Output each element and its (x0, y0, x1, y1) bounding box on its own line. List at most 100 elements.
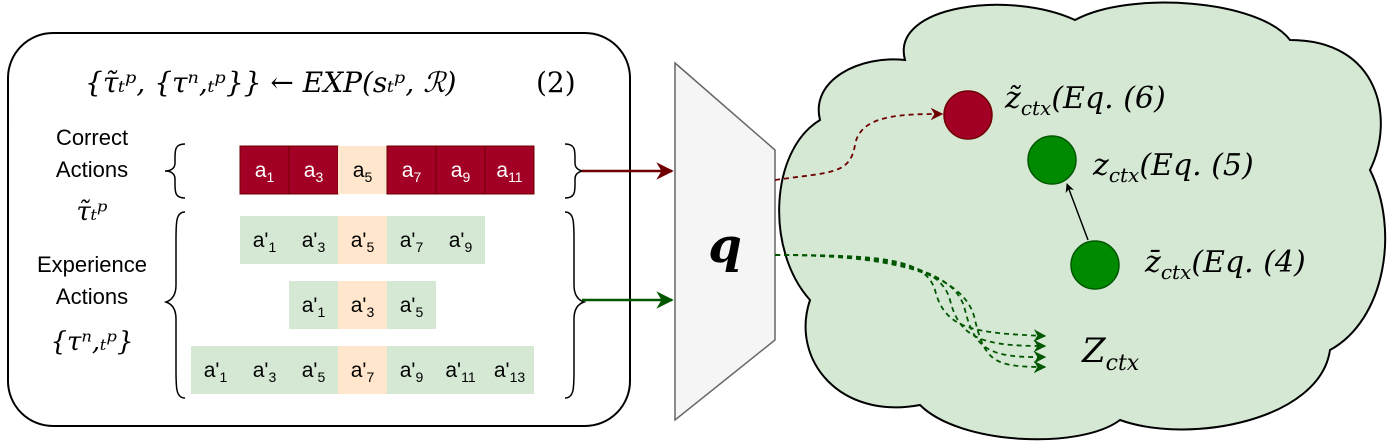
action-cell (435, 145, 486, 195)
action-subscript: 3 (268, 369, 276, 385)
action-base: a' (204, 359, 220, 382)
action-cell (338, 281, 387, 329)
experience-right-brace (564, 211, 587, 399)
experience-actions-symbol: {τⁿ,ₜᵖ} (50, 327, 133, 357)
action-subscript: 9 (462, 169, 470, 185)
action-subscript: 3 (366, 304, 374, 320)
action-base: a' (494, 359, 510, 382)
action-cell (240, 216, 289, 264)
action-base: a' (302, 359, 318, 382)
z-tilde-node (943, 90, 993, 140)
action-cell (240, 346, 289, 394)
action-base: a (255, 159, 267, 182)
action-cell (387, 346, 436, 394)
action-cell (338, 216, 387, 264)
action-label: a'13 (494, 359, 525, 385)
action-cell (288, 145, 339, 195)
action-label: a'1 (253, 229, 277, 255)
action-label: a'7 (351, 359, 375, 385)
z-label: zctx(Eq. (5) (1092, 148, 1254, 187)
action-label: a'1 (204, 359, 228, 385)
action-cell (436, 346, 485, 394)
z-node (1027, 135, 1077, 185)
z-bar-node (1070, 240, 1120, 290)
action-cell (386, 145, 437, 195)
action-base: a' (400, 229, 416, 252)
action-base: a' (445, 359, 461, 382)
correct-actions-label-line1: Correct (56, 125, 128, 150)
action-cell (387, 216, 436, 264)
action-cell (338, 146, 387, 194)
action-subscript: 1 (317, 304, 325, 320)
encoder-to-Z-arrow-4 (774, 254, 1047, 374)
action-subscript: 1 (268, 239, 276, 255)
correct-left-brace (164, 143, 186, 199)
action-label: a'3 (351, 294, 375, 320)
action-cell (289, 281, 338, 329)
action-base: a (496, 159, 508, 182)
action-subscript: 7 (413, 169, 421, 185)
z-bar-to-z-arrow (1065, 183, 1089, 241)
action-base: a' (351, 294, 367, 317)
action-subscript: 9 (415, 369, 423, 385)
experience-actions-label-line1: Experience (37, 252, 147, 277)
action-label: a7 (402, 159, 422, 185)
action-base: a' (302, 229, 318, 252)
action-label: a3 (304, 159, 324, 185)
action-cell (387, 281, 436, 329)
action-label: a'3 (253, 359, 277, 385)
action-label: a'9 (400, 359, 424, 385)
action-label: a5 (353, 159, 373, 185)
action-label: a'3 (302, 229, 326, 255)
z-bar-label: z̄ctx(Eq. (4) (1144, 245, 1306, 284)
action-subscript: 1 (219, 369, 227, 385)
action-base: a (402, 159, 414, 182)
z-tilde-label: z̃ctx(Eq. (6) (1004, 81, 1166, 120)
action-subscript: 5 (364, 169, 372, 185)
experience-actions-label-line2: Actions (56, 284, 128, 309)
action-cell (239, 145, 290, 195)
encoder-q (674, 61, 776, 422)
action-cell (289, 216, 338, 264)
experience-left-brace (163, 211, 186, 399)
action-subscript: 5 (366, 239, 374, 255)
encoder-to-z-tilde-arrow (774, 107, 944, 181)
action-label: a9 (451, 159, 471, 185)
action-cell (436, 216, 485, 264)
action-label: a1 (255, 159, 275, 185)
action-subscript: 7 (366, 369, 374, 385)
action-base: a' (400, 294, 416, 317)
action-subscript: 11 (508, 169, 523, 185)
action-cell (485, 346, 534, 394)
exp-equation-number: (2) (536, 66, 576, 99)
action-label: a'11 (445, 359, 475, 385)
action-label: a'7 (400, 229, 424, 255)
action-subscript: 11 (461, 369, 476, 385)
exp-equation: {τ̃ₜᵖ, {τⁿ,ₜᵖ}} ← EXP(sₜᵖ, ℛ) (85, 66, 456, 99)
action-subscript: 5 (415, 304, 423, 320)
correct-actions-symbol: τ̃ₜᵖ (76, 197, 107, 227)
action-subscript: 3 (315, 169, 323, 185)
action-base: a (451, 159, 463, 182)
correct-actions-label-line2: Actions (56, 157, 128, 182)
action-cell (338, 346, 387, 394)
action-subscript: 9 (464, 239, 472, 255)
action-base: a' (400, 359, 416, 382)
action-base: a' (302, 294, 318, 317)
encoder-label: q (708, 218, 742, 274)
action-label: a'5 (400, 294, 424, 320)
action-base: a' (351, 229, 367, 252)
action-label: a'5 (351, 229, 375, 255)
action-subscript: 7 (415, 239, 423, 255)
action-cell (191, 346, 240, 394)
Z-ctx-label: Zctx (1081, 331, 1140, 376)
action-subscript: 13 (510, 369, 526, 385)
action-subscript: 5 (317, 369, 325, 385)
action-base: a' (253, 359, 269, 382)
action-cell (484, 145, 535, 195)
action-label: a'5 (302, 359, 326, 385)
